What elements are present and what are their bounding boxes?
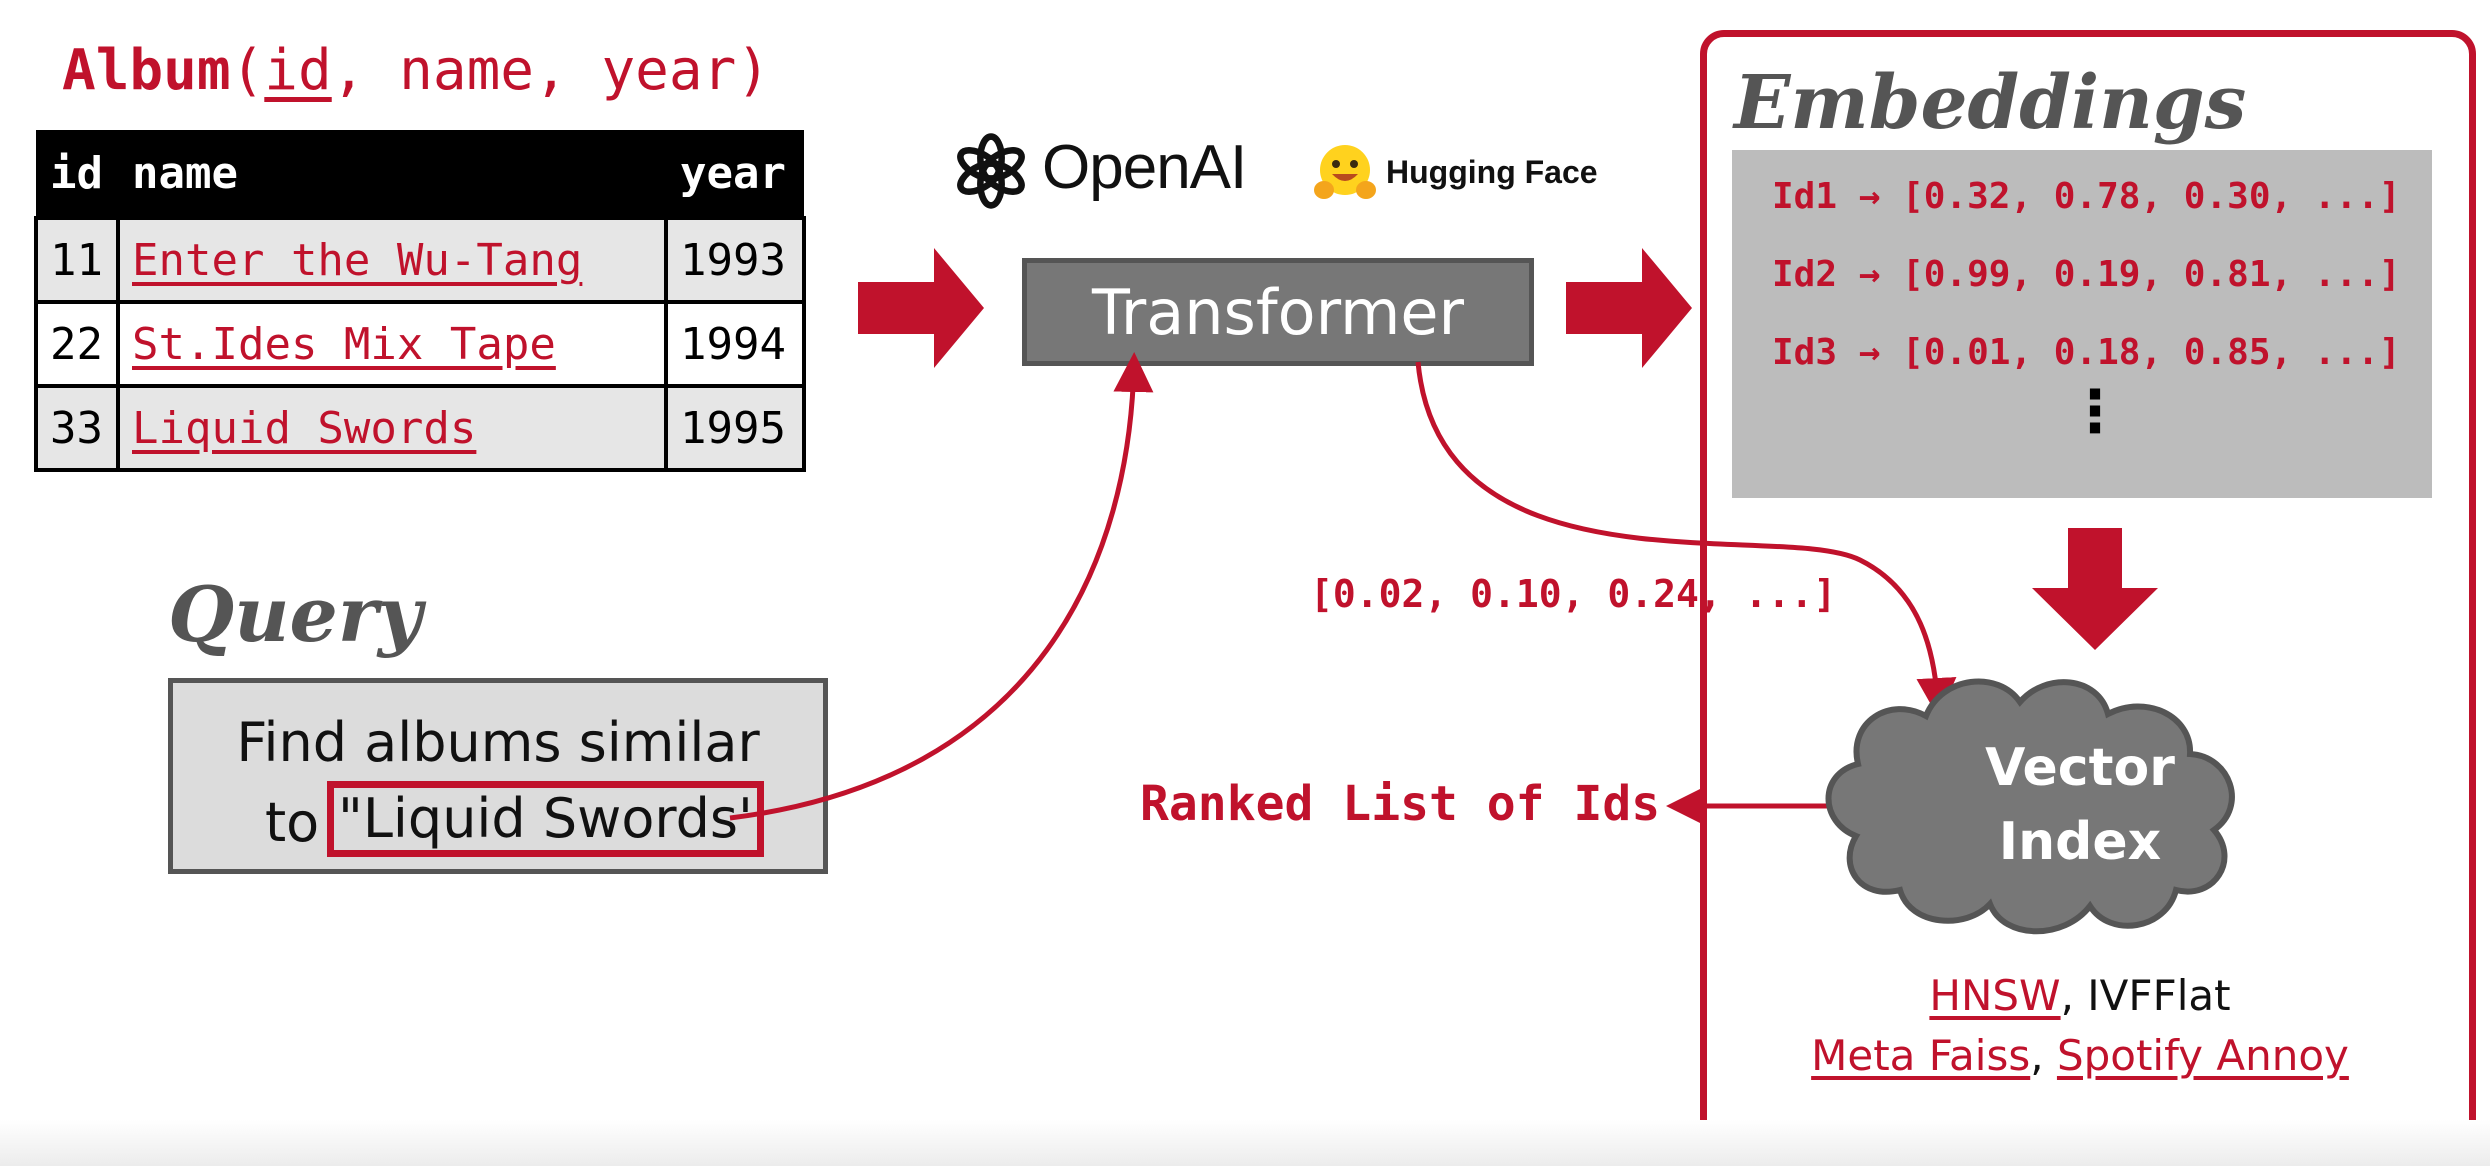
table-row: 11 Enter the Wu-Tang 1993 xyxy=(34,216,806,304)
query-search-term: "Liquid Swords' xyxy=(327,781,764,857)
schema-primary-key: id xyxy=(264,38,332,103)
cell-year: 1993 xyxy=(664,216,806,304)
hugging-face-logo-icon xyxy=(1314,145,1376,199)
index-algorithms: HNSW, IVFFlat Meta Faiss, Spotify Annoy xyxy=(1740,966,2420,1086)
cell-year: 1995 xyxy=(664,384,806,472)
transformer-to-index-arrow xyxy=(1415,361,1957,718)
vector-index-label-line2: Index xyxy=(1998,812,2162,872)
schema-columns: , name, year) xyxy=(331,38,771,103)
transformer-box: Transformer xyxy=(1022,258,1534,366)
schema-table-name: Album xyxy=(62,38,231,103)
cell-name-link[interactable]: St.Ides Mix Tape xyxy=(116,300,668,388)
block-arrow-right xyxy=(1566,248,1692,368)
separator: , xyxy=(2060,971,2088,1020)
table-row: 33 Liquid Swords 1995 xyxy=(34,384,806,472)
ivfflat-label: IVFFlat xyxy=(2087,971,2231,1020)
hnsw-link[interactable]: HNSW xyxy=(1929,971,2061,1020)
openai-label: OpenAI xyxy=(1042,133,1247,202)
openai-logo-icon xyxy=(957,133,1025,209)
header-id: id xyxy=(36,130,118,218)
table-row: 22 St.Ides Mix Tape 1994 xyxy=(34,300,806,388)
schema-definition: Album(id, name, year) xyxy=(62,38,770,103)
embedding-row: Id3 → [0.01, 0.18, 0.85, ...] xyxy=(1772,332,2401,373)
schema-open-paren: ( xyxy=(230,38,265,103)
embedding-row: Id1 → [0.32, 0.78, 0.30, ...] xyxy=(1772,176,2401,217)
embeddings-box: Id1 → [0.32, 0.78, 0.30, ...] Id2 → [0.9… xyxy=(1732,150,2432,498)
block-arrow-right xyxy=(858,248,984,368)
vector-index-label-line1: Vector xyxy=(1985,738,2175,798)
cell-name-link[interactable]: Liquid Swords xyxy=(116,384,668,472)
spotify-annoy-link[interactable]: Spotify Annoy xyxy=(2056,1031,2349,1080)
query-box: Find albums similar to "Liquid Swords' xyxy=(168,678,828,874)
query-text-line1: Find albums similar xyxy=(236,711,760,774)
separator: , xyxy=(2030,1031,2057,1080)
meta-faiss-link[interactable]: Meta Faiss xyxy=(1811,1031,2031,1080)
cell-id: 33 xyxy=(34,384,120,472)
embedding-row: Id2 → [0.99, 0.19, 0.81, ...] xyxy=(1772,254,2401,295)
vector-index-cloud-icon xyxy=(1825,678,2235,935)
query-title: Query xyxy=(168,570,423,659)
cell-id: 11 xyxy=(34,216,120,304)
table-header-row: id name year xyxy=(36,130,804,218)
hugging-face-label: Hugging Face xyxy=(1386,154,1598,190)
cell-year: 1994 xyxy=(664,300,806,388)
ranked-list-label: Ranked List of Ids xyxy=(1140,776,1661,832)
query-to-transformer-arrow xyxy=(729,352,1154,821)
header-year: year xyxy=(666,130,804,218)
cell-name-link[interactable]: Enter the Wu-Tang xyxy=(116,216,668,304)
query-vector: [0.02, 0.10, 0.24, ...] xyxy=(1310,572,1837,616)
bottom-fade xyxy=(0,1120,2490,1166)
album-table: id name year 11 Enter the Wu-Tang 1993 2… xyxy=(34,130,806,472)
cell-id: 22 xyxy=(34,300,120,388)
block-arrow-down xyxy=(2032,528,2158,650)
header-name: name xyxy=(118,130,666,218)
algorithms-line1: HNSW, IVFFlat xyxy=(1740,966,2420,1026)
embeddings-title: Embeddings xyxy=(1734,60,2247,146)
query-text-prefix: to xyxy=(265,791,320,854)
algorithms-line2: Meta Faiss, Spotify Annoy xyxy=(1740,1026,2420,1086)
